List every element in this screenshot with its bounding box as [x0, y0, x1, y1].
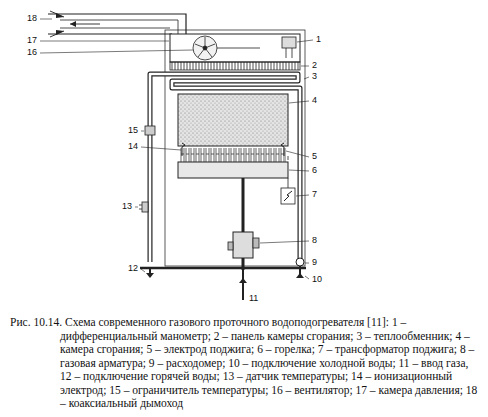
temperature-sensor [139, 202, 148, 212]
chamber-panel [170, 62, 300, 70]
coaxial-flue [48, 11, 186, 37]
burner [178, 162, 288, 178]
callout-number: 1 [316, 34, 321, 45]
callout-number: 6 [312, 165, 317, 176]
callout-number: 18 [27, 13, 37, 24]
callout-number: 2 [312, 60, 317, 71]
flow-meter [296, 258, 304, 266]
callout-number: 11 [249, 293, 258, 304]
callout-number: 10 [312, 274, 322, 285]
callout-number: 5 [312, 151, 317, 162]
callout-number: 3 [312, 71, 317, 82]
callout-number: 13 [122, 201, 132, 212]
fan [193, 36, 260, 60]
ignition-electrode [281, 143, 284, 156]
leader-lines [40, 19, 313, 279]
gas-valve [228, 178, 259, 270]
ignition-transformer [281, 156, 295, 204]
callout-number: 16 [27, 47, 37, 58]
burner-teeth [180, 148, 286, 162]
ionization-electrode [182, 143, 185, 156]
housing [165, 30, 305, 266]
bottom-plate [140, 266, 306, 300]
temperature-limiter [145, 126, 155, 135]
heater-illustration [0, 0, 488, 312]
figure-caption: Рис. 10.14. Схема современного газового … [10, 316, 478, 411]
callout-number: 15 [128, 125, 138, 136]
callout-number: 14 [128, 141, 138, 152]
callout-number: 12 [128, 263, 138, 274]
callout-number: 7 [312, 189, 317, 200]
callout-number: 4 [312, 95, 317, 106]
pressure-chamber [170, 34, 300, 62]
differential-manometer [282, 37, 296, 58]
heat-exchanger [150, 74, 300, 262]
combustion-chamber [178, 94, 288, 146]
callout-number: 17 [27, 35, 37, 46]
callout-number: 8 [312, 235, 317, 246]
callout-number: 9 [312, 257, 317, 268]
